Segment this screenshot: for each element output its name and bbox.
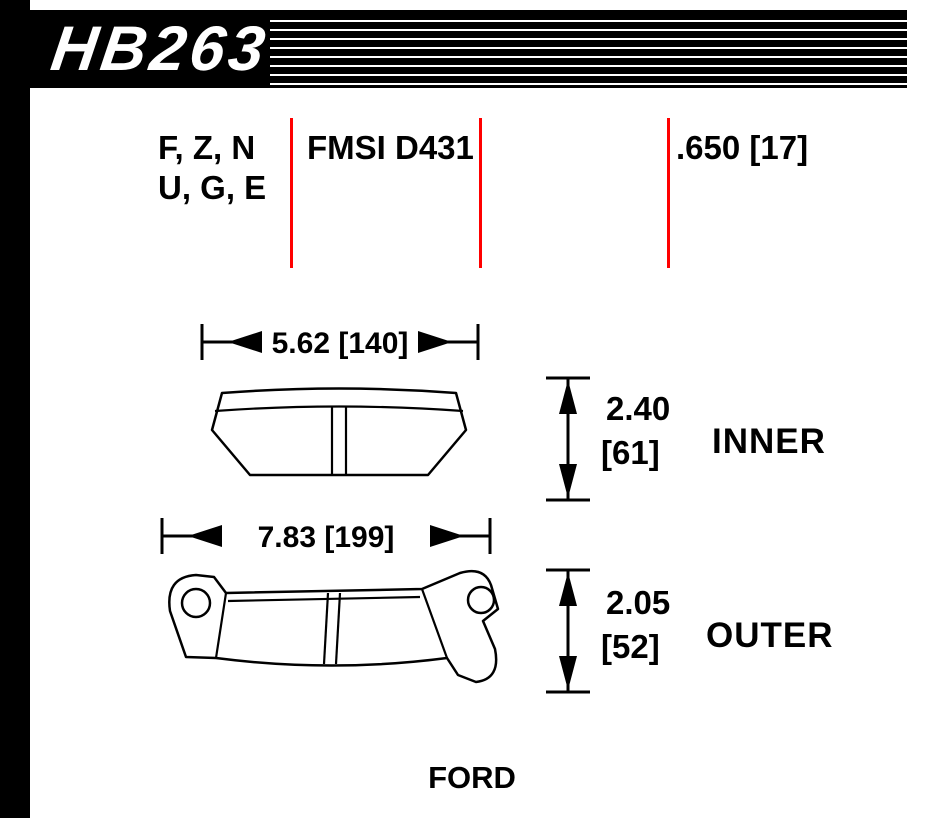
compound-codes-line-1: F, Z, N	[158, 129, 256, 166]
fmsi-number: FMSI D431	[307, 129, 474, 166]
outer-pad-backing-line	[227, 595, 421, 603]
outer-pad-slot-line	[322, 592, 330, 665]
outer-height-mm: [52]	[601, 628, 660, 665]
outer-pad-slot-line	[334, 592, 342, 665]
column-divider-3	[667, 118, 670, 268]
outer-pad-right-ear-line	[420, 588, 449, 659]
inner-width-dimension: 5.62 [140]	[200, 324, 480, 360]
compound-codes-line-2: U, G, E	[158, 169, 267, 206]
inner-pad-outline	[210, 387, 468, 477]
outer-height-dimension	[546, 568, 590, 694]
dim-arrow-down	[559, 656, 577, 690]
inner-height-inches: 2.40	[606, 390, 671, 427]
dim-arrow-right	[430, 525, 464, 547]
pad-thickness: .650 [17]	[676, 129, 809, 166]
part-number-banner: HB263	[30, 10, 907, 88]
vehicle-name: FORD	[428, 760, 516, 795]
outer-pad-right-hole	[466, 585, 496, 615]
dim-arrow-down	[559, 464, 577, 498]
dim-arrow-right	[418, 331, 452, 353]
inner-height-dimension	[546, 376, 590, 502]
dim-arrow-left	[228, 331, 262, 353]
inner-pad-label: INNER	[712, 422, 826, 461]
column-divider-1	[290, 118, 293, 268]
outer-pad-label: OUTER	[706, 616, 834, 655]
dim-arrow-up	[559, 572, 577, 606]
banner-stripes	[270, 13, 907, 85]
left-edge-bar	[0, 0, 30, 818]
inner-width-value: 5.62 [140]	[272, 327, 409, 360]
outer-pad-outline	[168, 569, 500, 684]
dim-arrow-up	[559, 380, 577, 414]
outer-width-value: 7.83 [199]	[258, 521, 395, 554]
outer-pad-left-ear-line	[214, 592, 228, 659]
inner-pad-drawing	[210, 387, 468, 477]
part-number: HB263	[47, 14, 274, 84]
outer-height-inches: 2.05	[606, 584, 671, 621]
column-divider-2	[479, 118, 482, 268]
dim-arrow-left	[188, 525, 222, 547]
outer-width-dimension: 7.83 [199]	[160, 518, 492, 554]
outer-pad-drawing	[168, 569, 500, 684]
outer-pad-left-hole	[180, 587, 212, 619]
compound-codes: F, Z, N U, G, E	[158, 128, 266, 208]
inner-pad-backing-line	[214, 405, 464, 413]
inner-height-mm: [61]	[601, 434, 660, 471]
